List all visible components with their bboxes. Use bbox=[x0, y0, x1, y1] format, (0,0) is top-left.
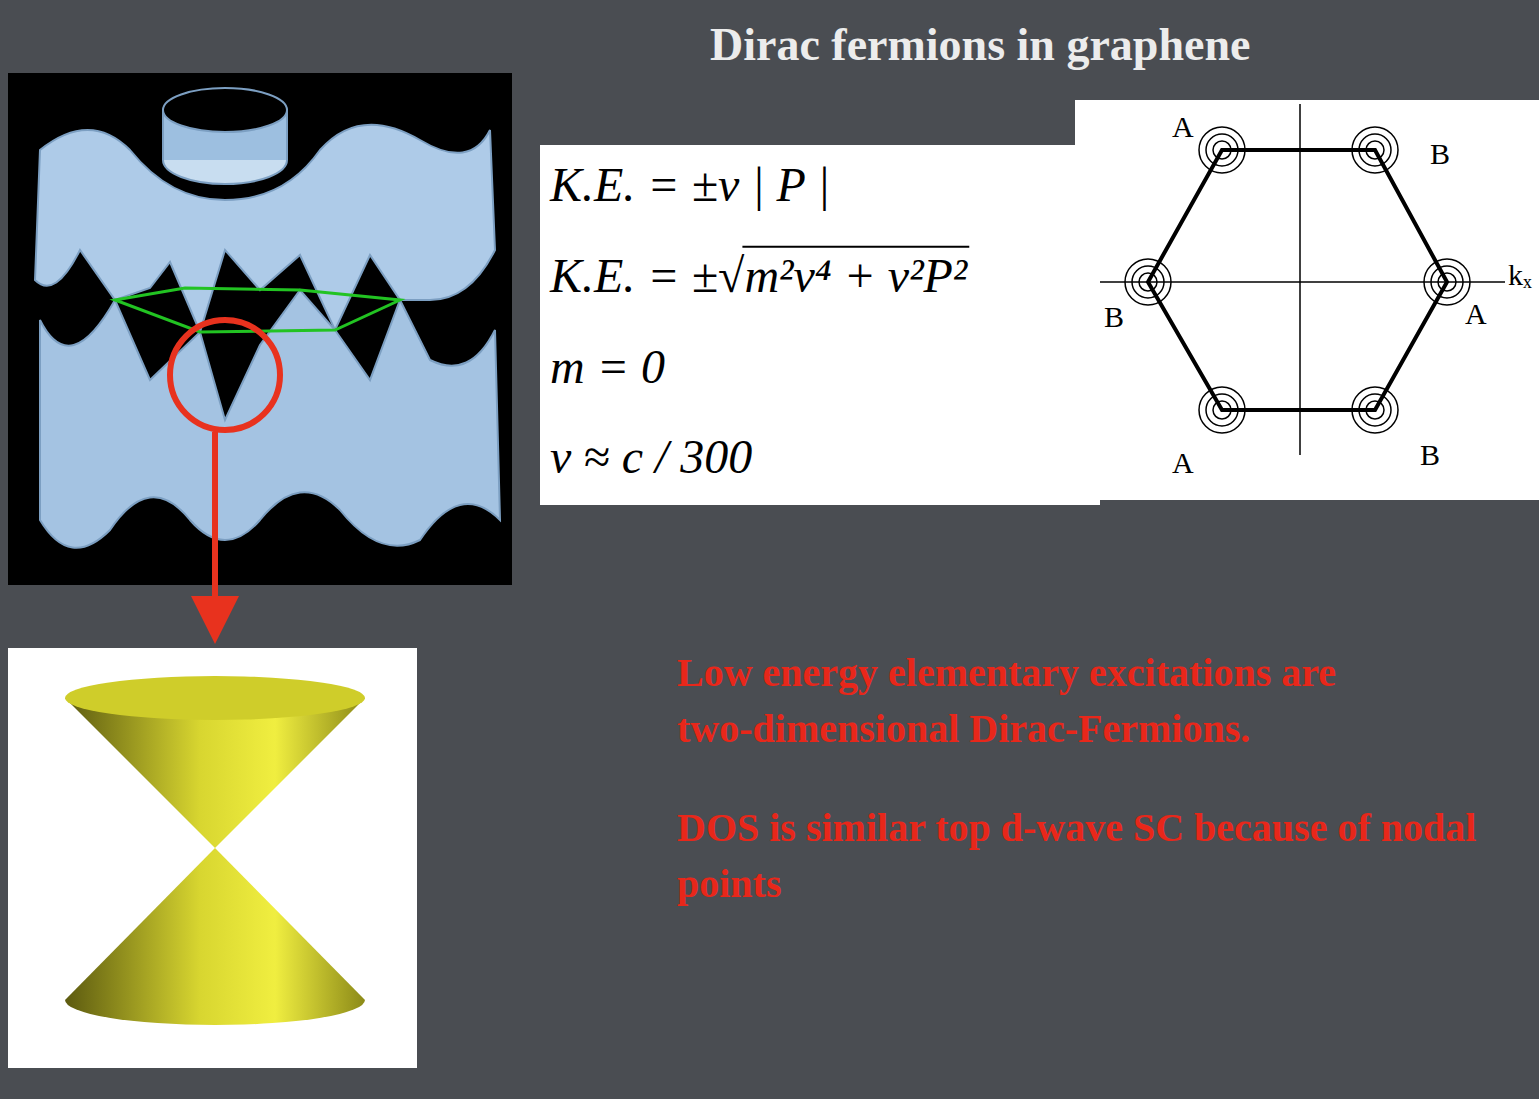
valley-label: B bbox=[1430, 137, 1450, 171]
cone-panel bbox=[8, 648, 417, 1068]
band-surface bbox=[35, 88, 500, 548]
equation: v ≈ c / 300 bbox=[550, 431, 1090, 484]
axis-label: kₓ bbox=[1508, 258, 1532, 292]
highlight-circle bbox=[170, 320, 280, 430]
slide-title: Dirac fermions in graphene bbox=[710, 18, 1250, 71]
cone-top bbox=[65, 676, 365, 720]
ky-axis bbox=[1299, 104, 1301, 455]
dirac-rings bbox=[1125, 127, 1470, 433]
hex-panel bbox=[1075, 100, 1539, 500]
note-text: Low energy elementary excitations are tw… bbox=[677, 645, 1397, 757]
kx-axis bbox=[1100, 281, 1505, 283]
note-text: DOS is similar top d-wave SC because of … bbox=[677, 800, 1532, 912]
valley-label: B bbox=[1420, 438, 1440, 472]
valley-label: A bbox=[1172, 446, 1194, 480]
valley-label: B bbox=[1104, 300, 1124, 334]
upper-cone bbox=[65, 698, 365, 848]
equation: K.E. = ±√m²v⁴ + v²P² bbox=[550, 250, 1090, 303]
equation: K.E. = ±v | P | bbox=[550, 159, 1090, 212]
equation-box: K.E. = ±v | P | K.E. = ±√m²v⁴ + v²P² m = 0… bbox=[540, 145, 1100, 505]
zoom-arrow bbox=[212, 432, 218, 632]
lower-cone bbox=[65, 848, 365, 1025]
hexagon bbox=[1148, 150, 1447, 410]
brillouin-zone bbox=[115, 288, 400, 332]
valley-label: A bbox=[1465, 297, 1487, 331]
equation: m = 0 bbox=[550, 341, 1090, 394]
valley-label: A bbox=[1172, 110, 1194, 144]
band-panel bbox=[8, 73, 512, 585]
